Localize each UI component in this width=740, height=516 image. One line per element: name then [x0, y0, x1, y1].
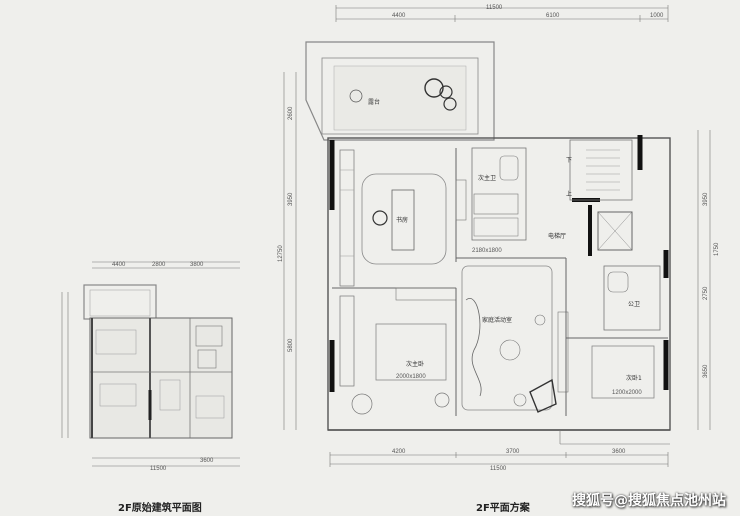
bed-size-1: 2000x1800	[396, 374, 426, 380]
right-dim-top-3: 1000	[650, 13, 664, 19]
left-dim-top-1: 4400	[112, 262, 126, 268]
proposed-plan: 11500 4400 6100 1000 2600 3950 12750 580…	[278, 5, 720, 472]
room-secondary-bath: 次主卫	[478, 174, 496, 182]
room-public-bath: 公卫	[628, 301, 640, 308]
right-dim-bottom-3: 3600	[612, 449, 626, 455]
stair-down: 下	[566, 157, 572, 164]
right-dim-right-1: 3950	[703, 192, 709, 206]
left-dim-bottom-2: 3600	[200, 458, 214, 464]
room-elevator-hall: 电梯厅	[548, 232, 566, 240]
shelf-size: 2180x1800	[472, 248, 502, 254]
left-plan-caption: 2F原始建筑平面图	[118, 503, 202, 514]
right-dim-top-2: 6100	[546, 13, 560, 19]
watermark: 搜狐号@搜狐焦点池州站	[572, 493, 726, 509]
right-dim-right-total: 1750	[714, 242, 720, 256]
right-dim-bottom-2: 3700	[506, 449, 520, 455]
bed-size-2: 1200x2000	[612, 390, 642, 396]
right-dim-right-2: 2750	[703, 286, 709, 300]
right-dim-left-2: 3950	[288, 192, 294, 206]
right-dim-left-1: 2600	[288, 106, 294, 120]
room-secondary-master: 次主卧	[406, 360, 424, 368]
right-dim-right-3: 3650	[703, 364, 709, 378]
stair-up: 上	[566, 190, 572, 198]
room-bedroom1: 次卧1	[626, 374, 642, 382]
right-plan-caption: 2F平面方案	[476, 503, 530, 514]
room-study: 书房	[396, 216, 408, 224]
right-dim-bottom-total: 11500	[490, 466, 507, 472]
original-plan: 4400 2800 3800 11500 3600	[61, 261, 240, 472]
left-dim-top-2: 2800	[152, 262, 166, 268]
left-dim-bottom-total: 11500	[150, 466, 167, 472]
right-dim-top-1: 4400	[392, 13, 406, 19]
right-dim-left-total: 12750	[278, 245, 284, 262]
right-dim-bottom-1: 4200	[392, 449, 406, 455]
right-dim-left-3: 5800	[288, 338, 294, 352]
room-terrace: 露台	[368, 98, 380, 106]
right-dim-top-total: 11500	[486, 5, 503, 11]
left-dim-top-3: 3800	[190, 262, 204, 268]
room-family-room: 家庭活动室	[482, 316, 512, 324]
